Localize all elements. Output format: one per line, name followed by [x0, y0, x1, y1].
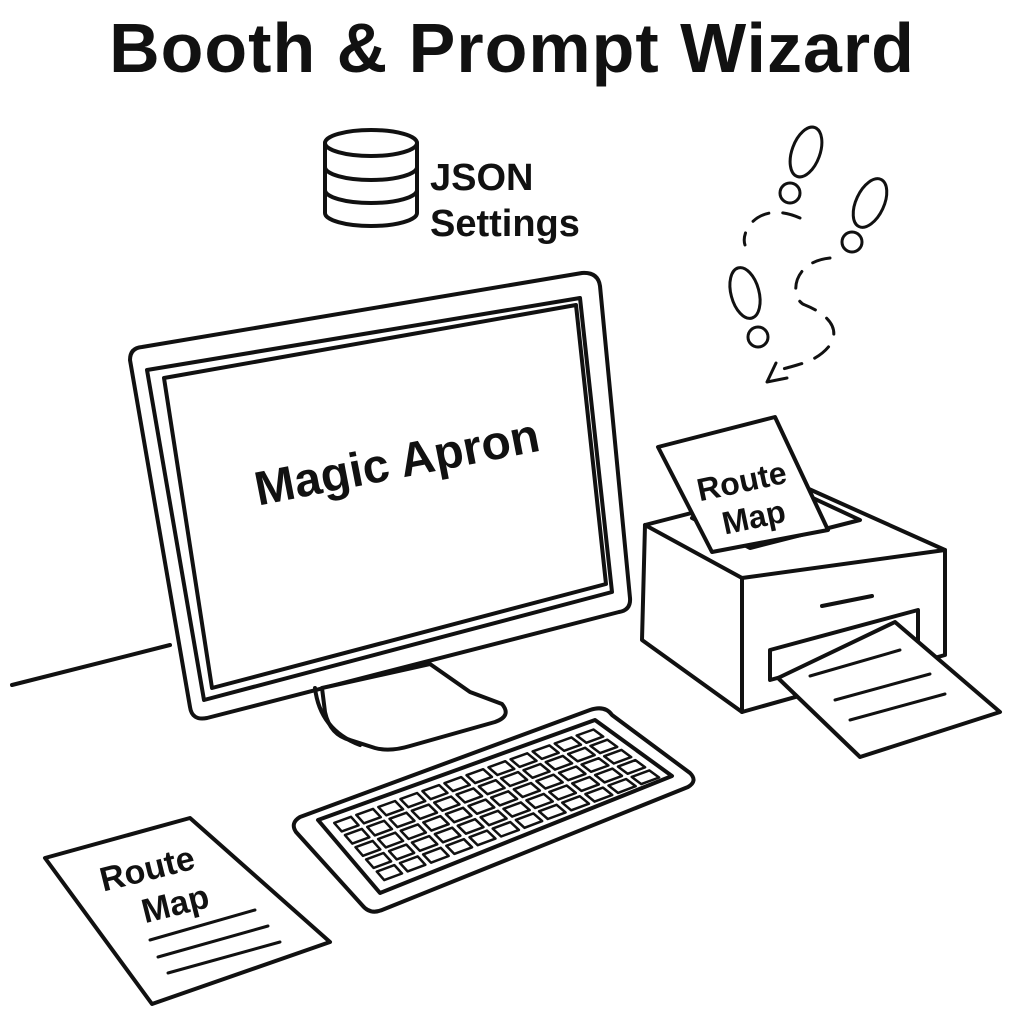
keyboard-key — [560, 794, 591, 812]
keyboard-key — [580, 756, 610, 774]
keyboard-key — [422, 814, 450, 832]
keyboard-key — [630, 769, 661, 786]
keyboard-key — [548, 784, 578, 801]
keyboard-key — [525, 792, 555, 810]
keyboard-key — [477, 778, 506, 796]
keyboard-key — [537, 803, 567, 821]
keyboard-key — [421, 783, 449, 801]
keyboard-key — [388, 811, 416, 829]
keyboard-key — [456, 817, 485, 835]
keyboard-key — [354, 839, 382, 858]
printer: Route Map — [640, 415, 1002, 759]
keyboard-key — [589, 738, 619, 755]
monitor-stand — [313, 662, 508, 752]
keyboard-key — [512, 781, 542, 799]
keyboard-key — [616, 758, 647, 776]
keyboard-key — [514, 812, 544, 830]
desk-edge-line — [10, 643, 172, 687]
keyboard-key — [479, 809, 508, 827]
keyboard-key — [443, 775, 472, 793]
keyboard-key — [531, 744, 560, 761]
keyboard-key — [602, 748, 633, 765]
keyboard-key — [489, 790, 519, 807]
keyboard-key — [399, 791, 427, 809]
keyboard-key — [365, 819, 394, 837]
keyboard-key — [570, 775, 601, 793]
keyboard-key — [535, 773, 564, 790]
keyboard-key — [376, 831, 405, 849]
keyboard-key — [433, 826, 462, 844]
keyboard-key — [468, 829, 497, 847]
keyboard-key — [557, 765, 587, 782]
keyboard-key — [487, 759, 516, 777]
keyboard-key — [377, 799, 405, 817]
json-label: JSON — [430, 157, 533, 199]
keyboard-key — [398, 855, 427, 873]
keyboard-key — [553, 736, 583, 753]
keyboard-key — [399, 823, 428, 841]
json-settings-group: JSON Settings — [323, 128, 580, 245]
database-icon — [323, 128, 419, 228]
keyboard-key — [607, 777, 637, 795]
keyboard-key — [593, 767, 624, 784]
keyboard-key — [566, 746, 596, 763]
keyboard-key — [544, 754, 574, 771]
keyboard-key — [509, 752, 538, 769]
page-title: Booth & Prompt Wizard — [109, 9, 915, 87]
keyboard-key — [364, 851, 393, 870]
keyboard-key — [375, 863, 404, 882]
keyboard-key — [584, 786, 614, 803]
keyboard-key — [432, 795, 461, 812]
keyboard-key — [332, 815, 360, 833]
keyboard-key — [444, 806, 473, 824]
keyboard-key — [455, 787, 484, 804]
keyboard-key — [410, 834, 439, 853]
keyboard-key — [445, 837, 474, 856]
keyboard-key — [465, 767, 494, 785]
keyboard-key — [467, 798, 496, 816]
keyboard-key — [387, 843, 416, 861]
keyboard-key — [522, 762, 551, 780]
keyboard-key — [343, 827, 371, 845]
keyboard-key — [575, 728, 605, 745]
keyboard-keys — [332, 728, 661, 882]
keyboard-key — [499, 770, 529, 788]
desk-paper: Route Map — [43, 816, 332, 1006]
footprints-icon — [728, 125, 889, 384]
keyboard-key — [421, 846, 450, 864]
settings-label: Settings — [430, 203, 580, 245]
monitor: Magic Apron — [128, 270, 633, 721]
keyboard-key — [355, 807, 383, 825]
keyboard — [291, 706, 696, 914]
keyboard-key — [491, 820, 521, 838]
keyboard-key — [410, 803, 439, 821]
keyboard-key — [502, 801, 531, 818]
